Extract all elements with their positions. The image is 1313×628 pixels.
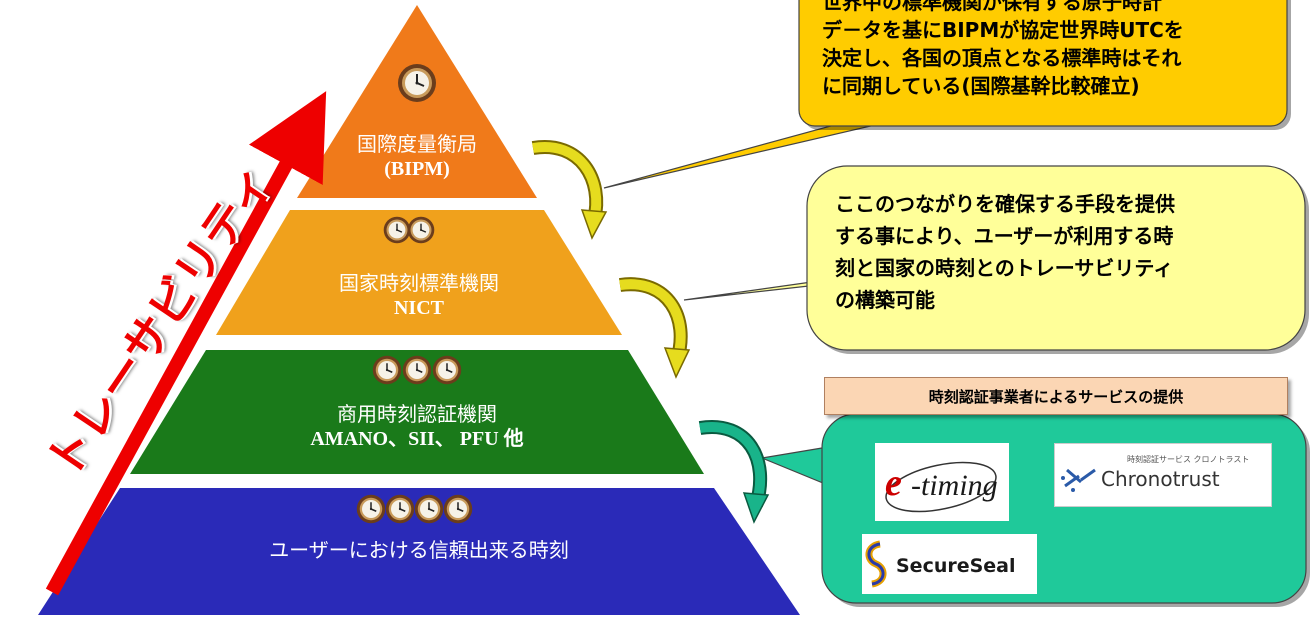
tier-user: [38, 488, 800, 615]
chronotrust-mark-icon: [1061, 468, 1096, 492]
clock-icon: [414, 494, 444, 524]
clock-icon: [443, 494, 473, 524]
tier-bipm-abbr: (BIPM): [384, 158, 450, 180]
secureseal-logo: SecureSeal: [862, 534, 1037, 594]
tier-commercial-label: 商用時刻認証機関 AMANO、SII、 PFU 他: [130, 402, 704, 452]
etiming-logo: e -timing: [875, 443, 1009, 521]
clock-icon: [402, 355, 432, 385]
callout-line: に同期している(国際基幹比較確立): [822, 74, 1140, 98]
services-header: 時刻認証事業者によるサービスの提供: [824, 377, 1288, 415]
traceability-arrow: [45, 91, 327, 596]
secureseal-mark-icon: [865, 540, 887, 588]
callout-line: 刻と国家の時刻とのトレーサビリティ: [835, 256, 1174, 280]
tier-nict-name: 国家時刻標準機関: [339, 271, 499, 295]
curved-arrow-icon: [531, 139, 608, 240]
clock-icon: [372, 355, 402, 385]
curved-arrow-icon: [618, 277, 691, 379]
clock-icon: [397, 63, 437, 103]
tier-bipm-label: 国際度量衡局 (BIPM): [297, 132, 537, 182]
curved-arrow-icon: [698, 419, 770, 524]
middle-callout-text: ここのつながりを確保する手段を提供 する事により、ユーザーが利用する時 刻と国家…: [835, 188, 1285, 316]
chronotrust-subtitle: 時刻認証サービス クロノトラスト: [1127, 454, 1249, 464]
chronotrust-text: Chronotrust: [1101, 467, 1220, 491]
tier-commercial-companies: AMANO、SII、 PFU 他: [310, 428, 524, 450]
callout-line: 決定し、各国の頂点となる標準時はそれ: [822, 46, 1182, 70]
clock-icon: [356, 494, 386, 524]
chronotrust-logo: 時刻認証サービス クロノトラスト Chronotrust: [1054, 443, 1272, 507]
secureseal-text: SecureSeal: [896, 555, 1016, 577]
clock-icon: [432, 355, 462, 385]
svg-text:e: e: [885, 462, 902, 504]
tier-nict-abbr: NICT: [393, 297, 444, 319]
callout-line: デ－タを基にBIPMが協定世界時UTCを: [822, 18, 1184, 42]
clock-icon: [385, 494, 415, 524]
callout-line: の構築可能: [835, 288, 935, 312]
tier-user-name: ユーザーにおける信頼出来る時刻: [269, 538, 569, 562]
middle-callout-box: [806, 165, 1306, 351]
clock-icon: [407, 216, 435, 244]
clock-icon-group-commercial: [372, 355, 462, 385]
tier-nict-label: 国家時刻標準機関 NICT: [216, 271, 622, 321]
tier-user-label: ユーザーにおける信頼出来る時刻: [38, 538, 800, 563]
clock-icon-group-bipm: [397, 63, 437, 103]
callout-line: する事により、ユーザーが利用する時: [835, 224, 1174, 248]
top-callout-box: [798, 0, 1288, 127]
tier-commercial-name: 商用時刻認証機関: [337, 402, 497, 426]
clock-icon: [383, 216, 411, 244]
top-callout-text: 世界中の標準機関が保有する原子時計 デ－タを基にBIPMが協定世界時UTCを 決…: [822, 0, 1282, 100]
etiming-logo-text: -timing: [911, 469, 998, 502]
tier-bipm-name: 国際度量衡局: [357, 132, 477, 156]
tier-commercial: [130, 350, 704, 474]
tier-nict: [216, 210, 622, 335]
callout-line: ここのつながりを確保する手段を提供: [835, 192, 1175, 216]
callout-line: 世界中の標準機関が保有する原子時計: [822, 0, 1162, 14]
